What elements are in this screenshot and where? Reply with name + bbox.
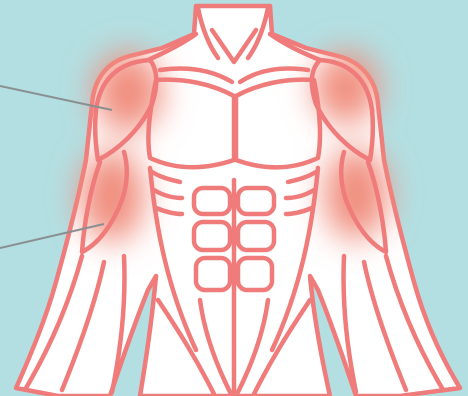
deltoid-highlight-right [314,52,378,124]
